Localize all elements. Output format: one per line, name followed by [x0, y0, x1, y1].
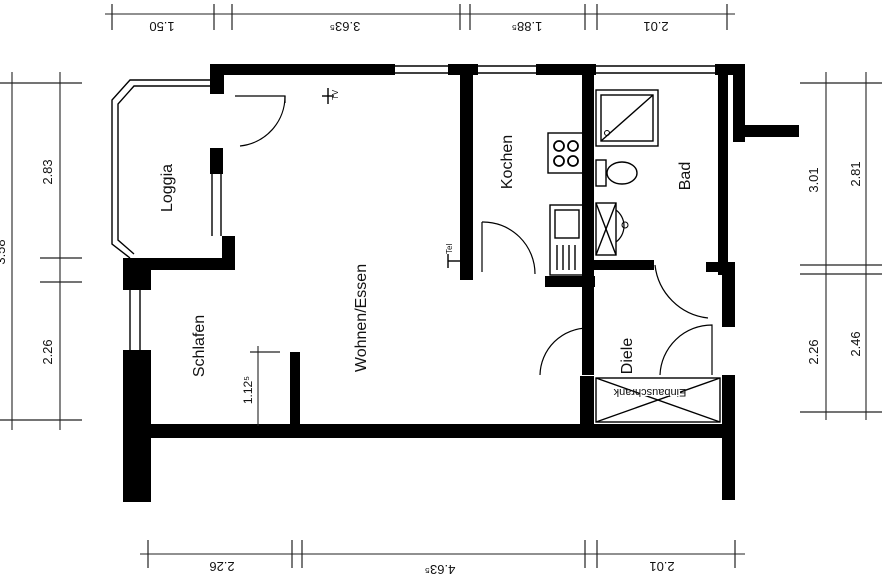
tv-label: TV — [331, 89, 340, 100]
dim-top-4: 2.01 — [643, 19, 668, 34]
dim-left-1: 2.83 — [40, 159, 55, 184]
dim-right-inner-1: 3.01 — [806, 167, 821, 192]
tv-outlet-icon — [322, 88, 334, 104]
dim-right-outer-1: 2.81 — [848, 161, 863, 186]
washbasin-icon — [595, 202, 629, 256]
toilet-icon — [595, 159, 638, 187]
dimension-inner: 1.12⁵ — [241, 346, 280, 426]
dim-left-2: 2.26 — [40, 339, 55, 364]
stove-icon — [547, 132, 585, 174]
sink-icon — [549, 204, 585, 276]
room-wohnen-essen: Wohnen/Essen — [353, 264, 370, 372]
doors — [235, 95, 713, 376]
room-bad: Bad — [677, 162, 694, 190]
tel-outlet-icon — [447, 254, 460, 268]
dimension-left: 3.58 2.83 2.26 — [0, 72, 82, 430]
einbauschrank-box — [595, 377, 721, 423]
room-diele: Diele — [619, 338, 636, 375]
dim-bottom-2: 4.63⁵ — [425, 562, 456, 577]
dim-top-1: 1.50 — [149, 19, 174, 34]
dim-bottom-1: 2.26 — [209, 559, 234, 574]
dim-bottom-3: 2.01 — [649, 559, 674, 574]
walls — [123, 64, 799, 502]
dim-top-2: 3.63⁵ — [330, 19, 361, 34]
room-loggia: Loggia — [159, 164, 176, 212]
dimension-bottom: 2.26 4.63⁵ 2.01 — [140, 540, 745, 577]
label-einbauschrank: Einbauschrank — [613, 386, 686, 398]
shower-icon — [595, 89, 659, 147]
tel-label: Tel — [445, 244, 454, 254]
windows — [129, 65, 715, 350]
dim-right-outer-2: 2.46 — [848, 331, 863, 356]
dimension-top: 1.50 3.63⁵ 1.88⁵ 2.01 — [105, 4, 735, 34]
loggia-outline — [111, 79, 210, 259]
room-kochen: Kochen — [499, 135, 516, 189]
dim-inner: 1.12⁵ — [241, 376, 255, 404]
room-schlafen: Schlafen — [191, 315, 208, 377]
dimension-right: 3.01 2.26 2.81 2.46 — [800, 72, 882, 420]
dim-left-outer: 3.58 — [0, 239, 8, 264]
dim-right-inner-2: 2.26 — [806, 339, 821, 364]
dim-top-3: 1.88⁵ — [512, 19, 543, 34]
